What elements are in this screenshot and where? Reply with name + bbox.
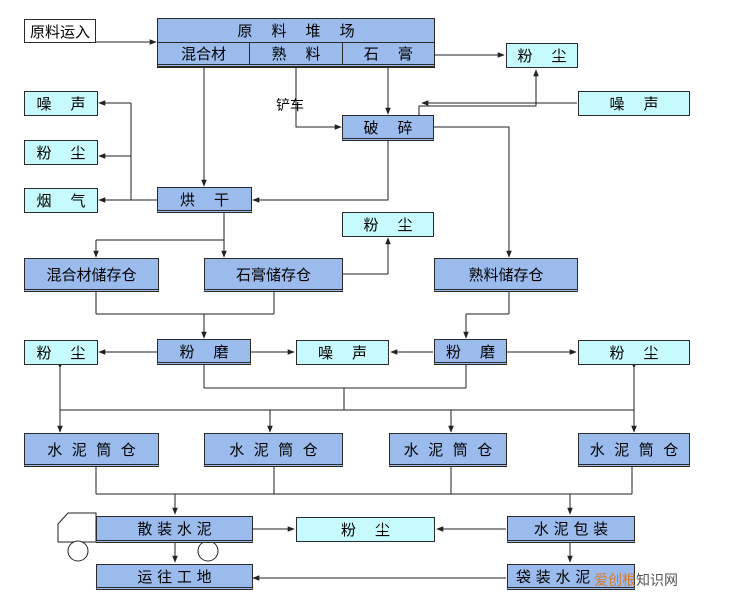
yard-cell-gypsum: 石 膏 <box>341 42 434 64</box>
arrow-crush-to-dust <box>418 69 539 115</box>
noise-grind: 噪 声 <box>296 340 389 365</box>
cement-silo-2: 水 泥 筒 仓 <box>204 433 343 467</box>
arrow-clinker-to-crush <box>295 67 342 130</box>
yard-cell-clinker: 熟 料 <box>249 42 341 64</box>
crushing-box: 破 碎 <box>342 115 434 141</box>
raw-material-input-label: 原料运入 <box>29 22 90 41</box>
watermark-part2: 知识网 <box>636 573 678 589</box>
noise-dry: 噪 声 <box>24 91 98 116</box>
yard-cells: 混合材 熟 料 石 膏 <box>158 42 434 67</box>
raw-material-yard: 原 料 堆 场 混合材 熟 料 石 膏 <box>157 18 435 68</box>
dust-grind-right: 粉 尘 <box>578 340 690 365</box>
cement-silo-3: 水 泥 筒 仓 <box>389 433 507 467</box>
bagged-cement-box: 袋 装 水 泥 <box>507 564 635 590</box>
drying-box: 烘 干 <box>157 187 252 213</box>
grinding-box-left: 粉 磨 <box>157 339 251 365</box>
mix-storage-bin: 混合材储存仓 <box>24 258 159 292</box>
raw-material-input-box: 原料运入 <box>24 19 96 43</box>
yard-title: 原 料 堆 场 <box>158 19 434 43</box>
arrow-crush-to-dry <box>252 140 389 203</box>
clinker-storage-bin: 熟料储存仓 <box>434 258 578 292</box>
cement-silo-4: 水 泥 筒 仓 <box>578 433 690 467</box>
grinding-box-right: 粉 磨 <box>434 339 507 365</box>
dust-gypsum-storage: 粉 尘 <box>342 212 434 237</box>
cement-silo-1: 水 泥 筒 仓 <box>24 433 159 467</box>
arrow-crush-to-clinker-storage <box>434 126 512 258</box>
cement-packing-box: 水 泥 包 装 <box>507 516 635 543</box>
watermark-part1: 爱创根 <box>594 573 636 589</box>
yard-cell-mix: 混合材 <box>181 44 227 63</box>
bulk-cement-box: 散 装 水 泥 <box>96 516 253 543</box>
ship-to-site-box: 运 往 工 地 <box>96 564 253 590</box>
gypsum-storage-bin: 石膏储存仓 <box>204 258 343 292</box>
dust-dry: 粉 尘 <box>24 140 98 165</box>
dust-grind-left: 粉 尘 <box>24 340 98 365</box>
shovel-truck-label: 铲车 <box>276 98 304 114</box>
watermark: 爱创根知识网 <box>594 570 678 590</box>
noise-crush: 噪 声 <box>578 91 690 116</box>
dust-bottom: 粉 尘 <box>296 517 435 542</box>
smoke-dry: 烟 气 <box>24 188 98 213</box>
dust-yard: 粉 尘 <box>506 43 578 68</box>
